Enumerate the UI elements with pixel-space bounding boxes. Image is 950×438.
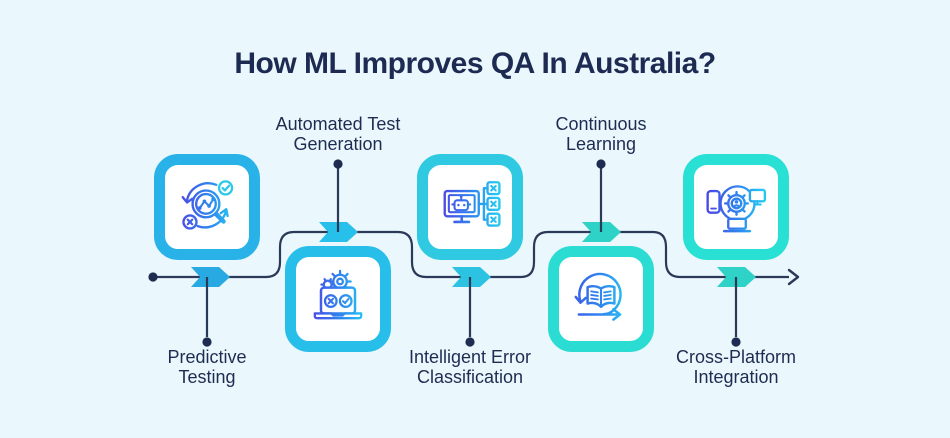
label-line: Automated Test (275, 114, 401, 134)
milestone-label-automated-test-generation: Automated Test Generation (228, 114, 448, 154)
monitor-robot-error-tree-icon (443, 181, 501, 227)
timeline-start-dot (148, 272, 158, 282)
label-line: Continuous (555, 114, 647, 134)
label-line: Intelligent Error (408, 347, 532, 367)
connector-dot-5 (731, 337, 741, 347)
book-loop-arrow-icon (574, 272, 622, 321)
milestone-box-error-classification (417, 154, 523, 260)
automated-test-generation-icon (313, 269, 363, 320)
connector-dots (202, 159, 741, 347)
milestone-label-cross-platform-integration: Cross-Platform Integration (626, 347, 846, 387)
milestone-box-predictive-testing (154, 154, 260, 260)
milestone-box-automated-test-generation (285, 246, 391, 352)
milestone-label-error-classification: Intelligent Error Classification (360, 347, 580, 387)
label-line: Testing (178, 367, 236, 387)
arrow-end-icon (787, 268, 800, 286)
label-line: Learning (565, 134, 637, 154)
label-line: Cross-Platform (675, 347, 796, 367)
page-title: How ML Improves QA In Australia? (234, 47, 716, 80)
devices-gear-circle-icon (706, 185, 767, 233)
predictive-testing-icon (181, 180, 234, 230)
milestone-label-predictive-testing: Predictive Testing (97, 347, 317, 387)
connector-lines (205, 168, 738, 337)
milestone-box-cross-platform-integration (683, 154, 789, 260)
connector-dot-2 (333, 159, 343, 169)
milestone-label-continuous-learning: Continuous Learning (491, 114, 711, 154)
label-line: Generation (293, 134, 383, 154)
milestone-box-continuous-learning (548, 246, 654, 352)
connector-dot-4 (596, 159, 606, 169)
connector-dot-1 (202, 337, 212, 347)
label-line: Predictive (167, 347, 247, 367)
label-line: Classification (416, 367, 524, 387)
milestone-marker-1-chevron-icon (191, 267, 230, 287)
label-line: Integration (693, 367, 779, 387)
milestone-marker-3-chevron-icon (452, 267, 491, 287)
connector-dot-3 (465, 337, 475, 347)
